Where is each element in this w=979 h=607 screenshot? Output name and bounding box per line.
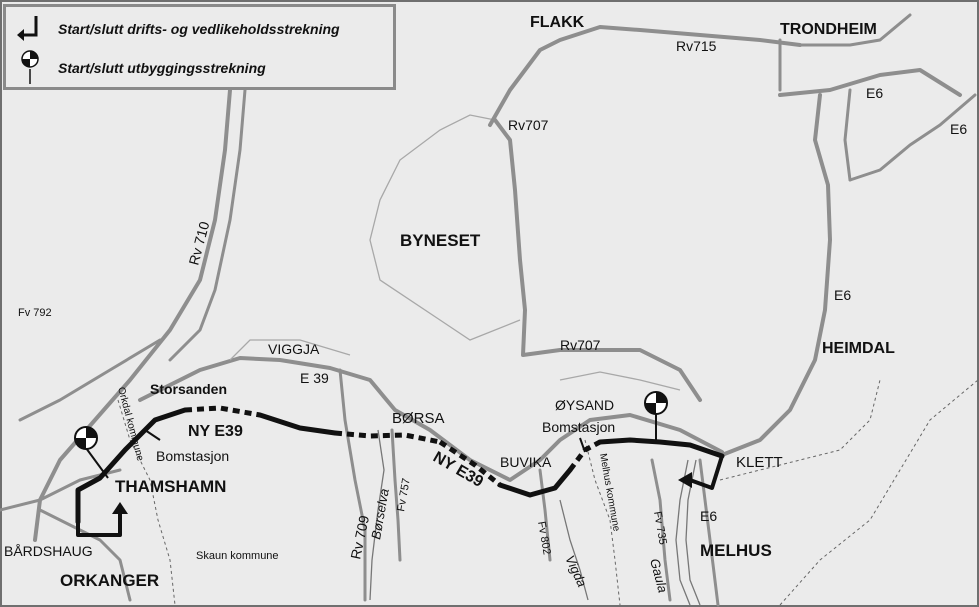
municipality-label-skaun: Skaun kommune — [196, 550, 279, 562]
road-trondheim — [778, 38, 852, 182]
road-e39-old — [138, 356, 724, 482]
place-flakk: FLAKK — [530, 14, 585, 31]
road-label-e6-a: E6 — [866, 85, 883, 101]
build-startstop-icon — [21, 50, 39, 84]
road-fv802 — [538, 468, 552, 562]
toll-tick-west — [144, 429, 161, 441]
place-buvika: BUVIKA — [500, 454, 552, 470]
road-e6-north — [778, 68, 962, 97]
place-heimdal: HEIMDAL — [822, 340, 895, 357]
legend-drift-label: Start/slutt drifts- og vedlikeholdsstrek… — [58, 21, 340, 37]
toll-tick-east — [579, 437, 586, 453]
road-label-e6-d: E6 — [700, 508, 717, 524]
road-label-e39: E 39 — [300, 370, 329, 386]
place-trondheim: TRONDHEIM — [780, 21, 877, 38]
place-oysand: ØYSAND — [555, 397, 614, 413]
build-marker-east — [644, 391, 668, 444]
municipality-label-melhus: Melhus kommune — [597, 453, 622, 533]
route-e39-thamshamn — [75, 407, 188, 525]
road-e6-south — [698, 458, 720, 607]
road-label-ny-e39-west: NY E39 — [188, 423, 243, 440]
road-label-rv715: Rv715 — [676, 38, 717, 54]
road-rv715 — [488, 25, 802, 127]
road-label-e6-b: E6 — [950, 121, 967, 137]
road-label-rv707-south: Rv707 — [560, 337, 601, 353]
road-oysand-local — [559, 371, 681, 391]
place-byneset: BYNESET — [400, 231, 481, 250]
road-label-e6-c: E6 — [834, 287, 851, 303]
road-e6-branch — [848, 93, 977, 182]
road-label-fv792: Fv 792 — [18, 307, 52, 319]
drift-startstop-east — [689, 455, 724, 490]
route-ny-e39-tunnel-2 — [334, 430, 441, 445]
road-viggja-local — [229, 339, 351, 361]
road-thamshamn — [38, 508, 132, 602]
municipality-border-orkdal-skaun — [117, 399, 176, 606]
place-viggja: VIGGJA — [268, 341, 320, 357]
route-ny-e39-buvika — [497, 467, 573, 498]
river-label-vigda: Vigda — [562, 553, 590, 589]
municipality-border-skaun-melhus — [584, 439, 621, 606]
route-e39-oysand — [597, 437, 725, 459]
route-ny-e39-tunnel-3 — [438, 439, 502, 487]
toll-label-east: Bomstasjon — [542, 419, 615, 435]
byneset-outline — [369, 114, 521, 341]
place-melhus: MELHUS — [700, 541, 772, 560]
drift-arrow-east — [678, 472, 692, 488]
river-label-borselva: Børselva — [368, 487, 392, 540]
place-borsa: BØRSA — [392, 410, 445, 427]
road-label-fv735: Fv 735 — [651, 510, 669, 545]
build-marker-west — [74, 426, 109, 479]
place-thamshamn: THAMSHAMN — [115, 477, 226, 496]
river-borselva — [369, 429, 385, 601]
toll-label-west: Bomstasjon — [156, 448, 229, 464]
route-ny-e39-west — [257, 412, 338, 436]
drift-startstop-icon — [17, 16, 38, 41]
route-ny-e39-tunnel-1 — [184, 405, 261, 418]
road-label-rv707-north: Rv707 — [508, 117, 549, 133]
place-orkanger: ORKANGER — [60, 571, 159, 590]
road-label-ny-e39-east: NY E39 — [430, 449, 486, 491]
municipality-border-east-2 — [719, 379, 881, 481]
municipality-border-east — [779, 379, 979, 606]
road-rv710 — [33, 88, 232, 542]
route-ny-e39-tunnel-4 — [568, 439, 602, 472]
road-fv735 — [650, 458, 672, 602]
river-gaula — [675, 459, 691, 606]
road-trondheim-nw — [798, 13, 912, 47]
road-fv792 — [18, 338, 162, 422]
drift-arrow-west — [112, 502, 128, 514]
river-vigda — [559, 499, 589, 601]
road-rv710-east — [168, 88, 247, 362]
drift-startstop-west — [76, 512, 122, 537]
road-rv707 — [493, 118, 702, 402]
road-e6-main — [720, 93, 832, 457]
legend: Start/slutt drifts- og vedlikeholdsstrek… — [3, 4, 396, 90]
place-storsanden: Storsanden — [150, 381, 227, 397]
place-klett: KLETT — [736, 454, 783, 471]
legend-build-label: Start/slutt utbyggingsstrekning — [58, 60, 266, 76]
road-label-fv802: Fv 802 — [535, 520, 553, 555]
road-rv709 — [338, 368, 367, 602]
place-bardshaug: BÅRDSHAUG — [4, 543, 93, 559]
river-label-gaula: Gaula — [647, 557, 670, 594]
road-fv757 — [390, 428, 402, 562]
road-label-fv757: Fv 757 — [395, 477, 413, 512]
